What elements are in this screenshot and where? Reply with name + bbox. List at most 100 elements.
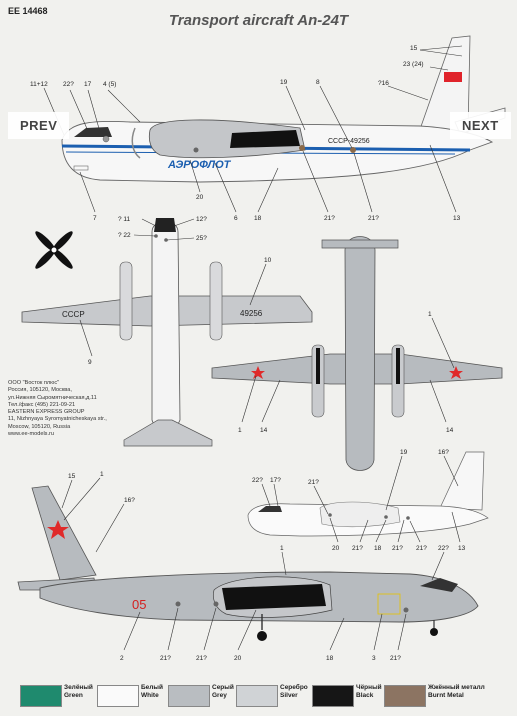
legend-swatch-black: [312, 685, 354, 707]
callout-lines-top: [43, 45, 463, 213]
page-title: Transport aircraft An-24T: [168, 12, 349, 29]
callout-m21a: 21?: [160, 655, 171, 662]
callout-19: 19: [280, 79, 288, 86]
credit-line: 11, Nizhnyaya Syromyatnicheskaya str.,: [8, 416, 107, 423]
callout-17: 17: [84, 81, 92, 88]
callout-labels-plan2: 1 14 1 14: [238, 311, 454, 434]
credit-line: www.ee-models.ru: [8, 431, 55, 438]
callout-16: ?16: [378, 80, 389, 87]
callout-s20: 20: [332, 545, 340, 552]
plan-view-top: СССР 49256: [21, 218, 313, 447]
callout-s21: 21?: [308, 479, 319, 486]
callout-13: 13: [453, 215, 461, 222]
callout-s21b: 21?: [352, 545, 363, 552]
callout-s19: 19: [400, 449, 408, 456]
callout-t25: 25?: [196, 235, 207, 242]
callout-m1: 1: [100, 471, 104, 478]
callout-lines-plan: [79, 218, 267, 357]
callout-20: 20: [196, 194, 204, 201]
callout-m2: 2: [120, 655, 124, 662]
callout-s13: 13: [458, 545, 466, 552]
callout-21a: 21?: [324, 215, 335, 222]
callout-m21c: 21?: [390, 655, 401, 662]
next-button[interactable]: NEXT: [450, 112, 511, 139]
callout-m16: 16?: [124, 497, 135, 504]
callout-p1b: 1: [428, 311, 432, 318]
legend-swatch-burnt-metal: [384, 685, 426, 707]
product-code: EE 14468: [8, 6, 48, 16]
callout-s16: 16?: [438, 449, 449, 456]
callout-labels-military: 15 1 16? 1 22? 2 21? 21? 20 18 3 21?: [68, 471, 449, 662]
credit-line: Тел./факс (495) 221-09-21: [8, 401, 76, 408]
legend-swatch-silver: [236, 685, 278, 707]
callout-t11: ? 11: [118, 216, 131, 223]
callout-labels-plan: ? 11 12? ? 22 25? 10 9: [88, 216, 272, 366]
callout-8: 8: [316, 79, 320, 86]
callout-11-12: 11+12: [30, 81, 48, 88]
prev-button[interactable]: PREV: [8, 112, 70, 139]
callout-22: 22?: [63, 81, 74, 88]
callout-m1b: 1: [280, 545, 284, 552]
side-view-civil: АЭРОФЛОТ СССР-49256: [61, 35, 506, 183]
callout-21b: 21?: [368, 215, 379, 222]
callout-p14b: 14: [446, 427, 454, 434]
credit-line: ул.Нижняя Сыромятническая,д.11: [8, 394, 97, 401]
aeroflot-title: АЭРОФЛОТ: [167, 159, 232, 171]
callout-s21d: 21?: [416, 545, 427, 552]
publisher-credits: ООО "Восток плюс" Россия, 105120, Москва…: [8, 380, 123, 438]
callout-6: 6: [234, 215, 238, 222]
legend-swatch-white: [97, 685, 139, 707]
callout-lines-plan2: [241, 317, 455, 423]
credit-line: Россия, 105120, Москва,: [8, 387, 72, 394]
callout-m18: 18: [326, 655, 334, 662]
callout-lines-small: [261, 455, 461, 543]
callout-p10: 10: [264, 257, 272, 264]
plan-cccp: СССР: [62, 310, 85, 319]
callout-m21b: 21?: [196, 655, 207, 662]
callout-7: 7: [93, 215, 97, 222]
callout-18: 18: [254, 215, 262, 222]
callout-p14a: 14: [260, 427, 268, 434]
callout-m3: 3: [372, 655, 376, 662]
callout-23: 23 (24): [403, 61, 424, 68]
callout-t22: ? 22: [118, 232, 131, 239]
tail-star-icon: [47, 520, 69, 539]
callout-s18: 18: [374, 545, 382, 552]
callout-15: 15: [410, 45, 418, 52]
callout-4: 4 (5): [103, 81, 116, 88]
callout-p9: 9: [88, 359, 92, 366]
propeller-icon: [35, 231, 73, 269]
star-right-icon: [449, 366, 463, 379]
tail-red-stripe: [444, 72, 462, 82]
callout-lines-military: [61, 477, 445, 651]
side-view-small: [247, 451, 489, 537]
callout-s17: 17?: [270, 477, 281, 484]
callout-s22: 22?: [252, 477, 263, 484]
callout-labels-top: 11+12 22? 17 4 (5) 15 23 (24) ?16 19 8 7…: [30, 45, 461, 222]
callout-m15: 15: [68, 473, 76, 480]
legend-swatch-green: [20, 685, 62, 707]
military-number: 05: [132, 597, 146, 612]
side-view-military: 05: [17, 485, 479, 641]
legend-swatch-grey: [168, 685, 210, 707]
callout-labels-small: 19 16? 22? 17? 21? 20 21? 18 21? 21? 13: [252, 449, 466, 552]
credit-line: ООО "Восток плюс": [8, 380, 60, 386]
callout-t12: 12?: [196, 216, 207, 223]
callout-p1a: 1: [238, 427, 242, 434]
callout-s21c: 21?: [392, 545, 403, 552]
credit-line: EASTERN EXPRESS GROUP: [8, 409, 85, 416]
credit-line: Moscow, 105120, Russia: [8, 423, 71, 430]
callout-m20: 20: [234, 655, 242, 662]
star-left-icon: [251, 366, 265, 379]
callout-m22: 22?: [438, 545, 449, 552]
plan-view-bottom: [211, 236, 503, 471]
plan-reg-number: 49256: [240, 309, 263, 318]
